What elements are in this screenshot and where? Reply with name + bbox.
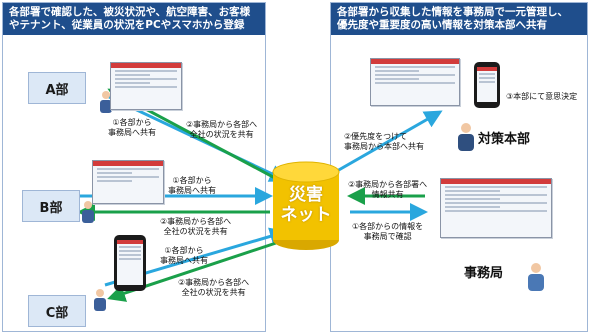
center-label: 災害 ネット	[271, 185, 341, 225]
dept-c: C部	[28, 295, 86, 327]
secretariat-label: 事務局	[464, 266, 504, 281]
note-a-down: ②事務局から各部へ全社の状況を共有	[186, 120, 258, 139]
person-secretariat-icon	[528, 263, 544, 291]
right-header-line2: 優先度や重要度の高い情報を対策本部へ共有	[337, 19, 547, 31]
dept-a: A部	[28, 72, 86, 104]
left-header-line1: 各部署で確認した、被災状況や、航空障害、お客様	[9, 6, 251, 18]
person-c-icon	[94, 289, 106, 311]
secretariat-screen-icon	[440, 178, 552, 238]
right-header-line1: 各部署から収集した情報を事務局で一元管理し、	[337, 6, 568, 18]
note-c-up: ①各部から事務局へ共有	[160, 246, 208, 265]
note-sec-to-dept: ②事務局から各部署へ情報共有	[348, 180, 428, 199]
disaster-net-cylinder	[272, 161, 340, 250]
note-sec-confirm: ①各部からの情報を事務局で確認	[352, 222, 424, 241]
person-b-icon	[82, 201, 94, 223]
right-panel-header: 各部署から収集した情報を事務局で一元管理し、 優先度や重要度の高い情報を対策本部…	[331, 3, 587, 35]
note-hq-decide: ③本部にて意思決定	[506, 92, 578, 101]
person-hq-icon	[458, 123, 474, 151]
person-a-icon	[100, 91, 112, 113]
hq-label: 対策本部	[478, 132, 531, 147]
dept-c-phone-icon	[114, 235, 146, 291]
note-a-up: ①各部から事務局へ共有	[108, 118, 156, 137]
arrow-hq	[329, 110, 443, 177]
hq-screen-icon	[370, 58, 460, 106]
note-priority: ②優先度をつけて事務局から本部へ共有	[344, 132, 424, 151]
dept-b-screen-icon	[92, 160, 164, 204]
note-b-down: ②事務局から各部へ全社の状況を共有	[160, 217, 232, 236]
note-c-down: ②事務局から各部へ全社の状況を共有	[178, 278, 250, 297]
note-b-up: ①各部から事務局へ共有	[168, 176, 216, 195]
left-header-line2: やテナント、従業員の状況をPCやスマホから登録	[9, 19, 245, 31]
hq-phone-icon	[474, 62, 500, 108]
right-panel: 各部署から収集した情報を事務局で一元管理し、 優先度や重要度の高い情報を対策本部…	[330, 2, 588, 332]
left-panel-header: 各部署で確認した、被災状況や、航空障害、お客様 やテナント、従業員の状況をPCや…	[3, 3, 265, 35]
dept-b: B部	[22, 190, 80, 222]
dept-a-screen-icon	[110, 62, 182, 110]
center-label-line2: ネット	[280, 205, 332, 225]
center-label-line1: 災害	[289, 185, 323, 205]
